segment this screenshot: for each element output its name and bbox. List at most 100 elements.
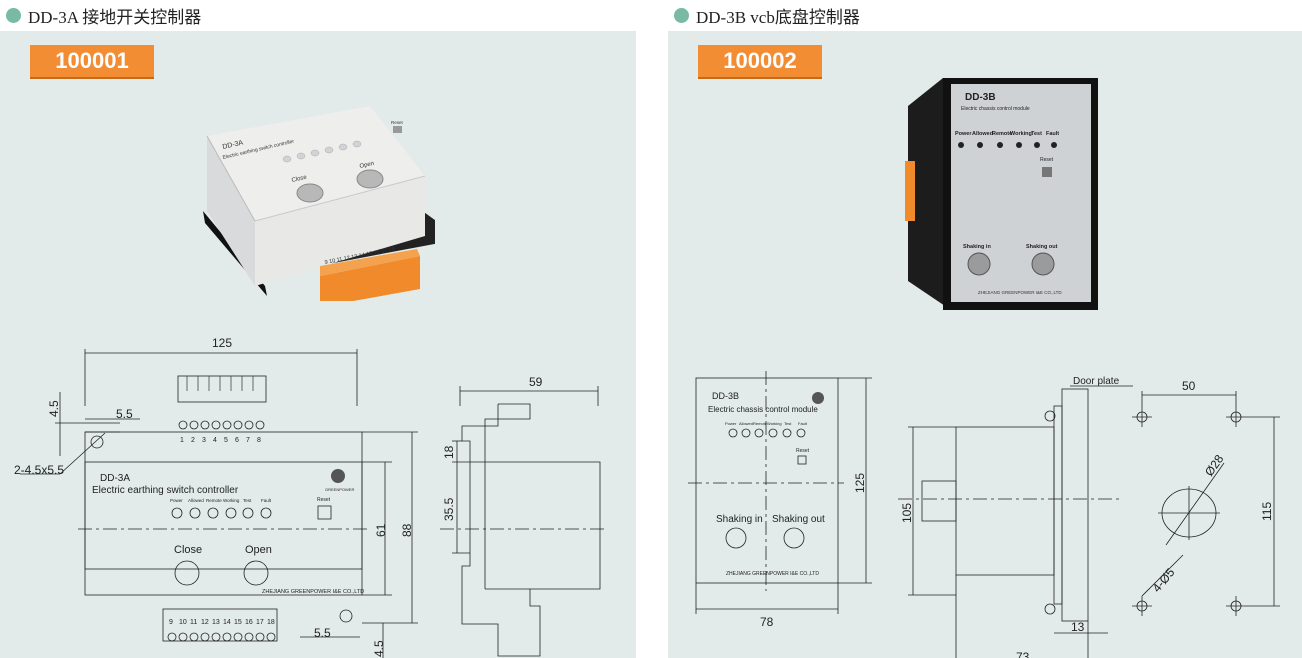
svg-text:Electric chassis control modul: Electric chassis control module [961,106,1030,112]
svg-text:73: 73 [1016,650,1030,658]
product-card: 100002 DD-3B Electric chassis control mo… [668,31,1302,658]
product-header: DD-3B vcb底盘控制器 [668,0,1302,30]
svg-text:6: 6 [235,437,239,444]
bullet-icon [674,7,689,23]
svg-text:Working: Working [1010,131,1032,137]
svg-text:14: 14 [223,619,231,626]
svg-text:ZHEJIANG GREENPOWER I&E CO.,LT: ZHEJIANG GREENPOWER I&E CO.,LTD [978,290,1062,295]
product-header: DD-3A 接地开关控制器 [0,0,636,30]
svg-text:78: 78 [760,615,774,629]
svg-text:3: 3 [202,437,206,444]
svg-text:Electric earthing switch contr: Electric earthing switch controller [92,485,239,496]
svg-text:Test: Test [243,498,252,503]
svg-text:88: 88 [400,523,414,537]
svg-text:Power: Power [955,131,972,137]
reset-button-photo [1042,167,1052,177]
svg-text:105: 105 [900,503,914,523]
svg-text:Test: Test [1031,131,1042,137]
svg-text:12: 12 [201,619,209,626]
svg-text:Close: Close [291,175,308,184]
product-card: 100001 DD-3A Electric earthing switch co… [0,31,636,658]
svg-text:Reset: Reset [391,120,404,125]
svg-text:59: 59 [529,375,543,389]
svg-text:Electric chassis control modul: Electric chassis control module [708,405,818,414]
svg-text:13: 13 [1071,620,1085,634]
svg-text:50: 50 [1182,379,1196,393]
svg-text:Remote: Remote [992,131,1012,137]
product-dd3a: DD-3A 接地开关控制器 100001 DD-3A Electric eart… [0,0,636,658]
svg-text:15: 15 [234,619,242,626]
svg-text:Remote: Remote [753,421,768,426]
svg-text:Open: Open [359,161,375,170]
svg-text:10: 10 [179,619,187,626]
svg-text:DD-3A: DD-3A [222,139,244,151]
svg-text:4-Ø5: 4-Ø5 [1150,565,1178,595]
svg-text:ZHEJIANG GREENPOWER I&E CO.,LT: ZHEJIANG GREENPOWER I&E CO.,LTD [726,571,819,577]
svg-text:DD-3B: DD-3B [965,92,996,103]
svg-text:125: 125 [212,336,232,350]
svg-text:Allowed: Allowed [739,421,753,426]
product-dd3b: DD-3B vcb底盘控制器 100002 DD-3B Electric cha… [668,0,1302,658]
product-title: DD-3A 接地开关控制器 [28,7,202,27]
svg-text:8: 8 [257,437,261,444]
svg-text:Fault: Fault [1046,131,1059,137]
svg-text:Allowed: Allowed [972,131,993,137]
svg-text:2: 2 [191,437,195,444]
svg-text:Shaking out: Shaking out [1026,244,1058,250]
svg-text:Working: Working [223,498,240,503]
svg-text:ZHEJIANG GREENPOWER I&E CO.,LT: ZHEJIANG GREENPOWER I&E CO.,LTD [262,589,364,595]
svg-text:5: 5 [224,437,228,444]
product-photo: DD-3B Electric chassis control module Po… [905,78,1098,310]
product-code-badge: 100001 [30,45,154,77]
svg-text:5.5: 5.5 [116,407,133,421]
product-code-badge: 100002 [698,45,822,77]
svg-text:Shaking in: Shaking in [963,244,991,250]
svg-text:Remote: Remote [206,498,222,503]
svg-text:17: 17 [256,619,264,626]
svg-text:Allowed: Allowed [188,498,204,503]
svg-text:4: 4 [213,437,217,444]
svg-text:DD-3A: DD-3A [100,473,130,484]
svg-text:18: 18 [442,445,456,459]
technical-drawing-dd3a: 125 59 5.5 2-4.5x5.5 5.5 4.5 61 88 4.5 1… [14,336,608,658]
svg-text:1: 1 [180,437,184,444]
svg-text:11: 11 [190,619,197,626]
svg-text:Shaking out: Shaking out [772,514,825,525]
svg-text:Close: Close [174,544,202,556]
svg-text:Reset: Reset [1040,157,1054,163]
svg-text:Shaking in: Shaking in [716,514,763,525]
svg-text:Test: Test [784,421,792,426]
svg-text:Power: Power [170,498,183,503]
svg-text:Fault: Fault [798,421,808,426]
svg-text:Reset: Reset [796,448,810,454]
product-title: DD-3B vcb底盘控制器 [696,7,860,27]
technical-drawing-dd3b: DD-3B Electric chassis control module Po… [688,371,1280,658]
svg-text:Ø28: Ø28 [1202,452,1227,479]
svg-text:Working: Working [767,421,782,426]
svg-text:4.5: 4.5 [372,640,386,657]
svg-text:Power: Power [725,421,737,426]
svg-text:5.5: 5.5 [314,626,331,640]
svg-text:13: 13 [212,619,220,626]
svg-text:61: 61 [374,523,388,537]
svg-text:35.5: 35.5 [442,497,456,521]
svg-text:18: 18 [267,619,275,626]
svg-text:Fault: Fault [261,498,272,503]
svg-text:Open: Open [245,544,272,556]
svg-text:125: 125 [853,473,867,493]
svg-text:7: 7 [246,437,250,444]
bullet-icon [6,7,21,23]
svg-text:115: 115 [1260,502,1274,521]
svg-text:GREENPOWER: GREENPOWER [325,487,354,492]
product-photo: DD-3A Electric earthing switch controlle… [203,106,435,301]
svg-text:DD-3B: DD-3B [712,391,739,401]
brand-logo-icon [331,469,345,483]
svg-text:16: 16 [245,619,253,626]
reset-button-photo [393,126,402,133]
brand-logo-icon [812,392,824,404]
svg-text:Reset: Reset [317,497,331,503]
svg-text:2-4.5x5.5: 2-4.5x5.5 [14,463,64,477]
svg-text:Door plate: Door plate [1073,376,1120,387]
svg-text:4.5: 4.5 [47,400,61,417]
svg-text:9: 9 [169,619,173,626]
